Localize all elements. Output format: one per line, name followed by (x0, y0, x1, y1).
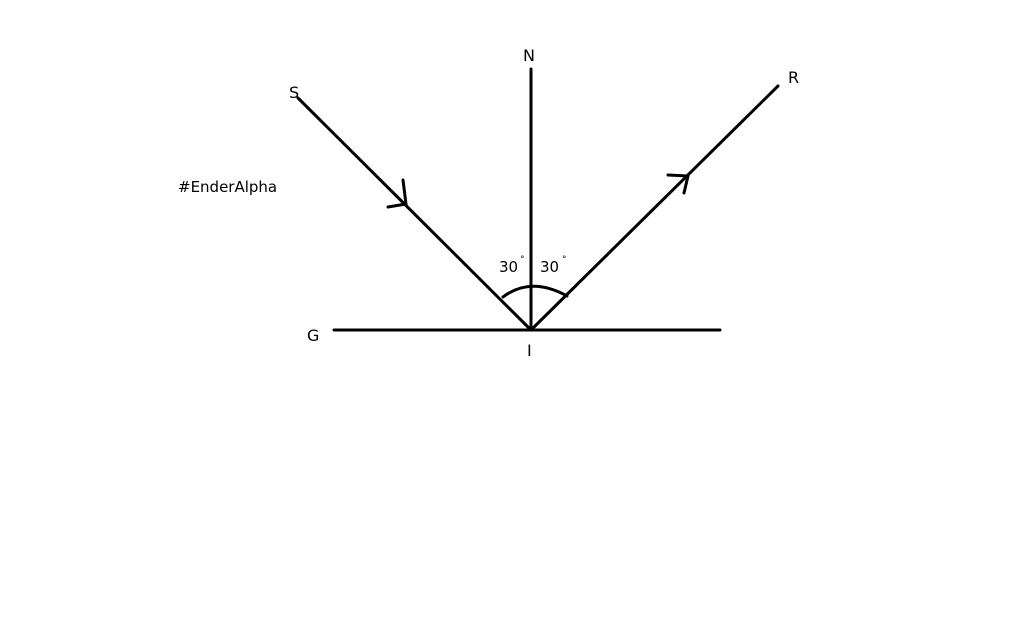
reflected-arrowhead-icon (666, 173, 690, 195)
label-i: I (527, 341, 532, 360)
angle-incidence-degree: ° (520, 255, 525, 265)
label-g: G (307, 326, 319, 345)
incident-arrowhead-icon (386, 178, 408, 209)
angle-reflection-degree: ° (562, 255, 567, 265)
incident-ray (296, 96, 533, 332)
angle-incidence-value: 30 (499, 258, 518, 276)
label-s: S (289, 83, 299, 102)
label-n: N (523, 46, 535, 65)
reflected-ray (529, 84, 780, 332)
watermark-text: #EnderAlpha (178, 178, 277, 196)
label-r: R (788, 68, 799, 87)
angle-arc (501, 284, 569, 299)
angle-reflection-value: 30 (540, 258, 559, 276)
